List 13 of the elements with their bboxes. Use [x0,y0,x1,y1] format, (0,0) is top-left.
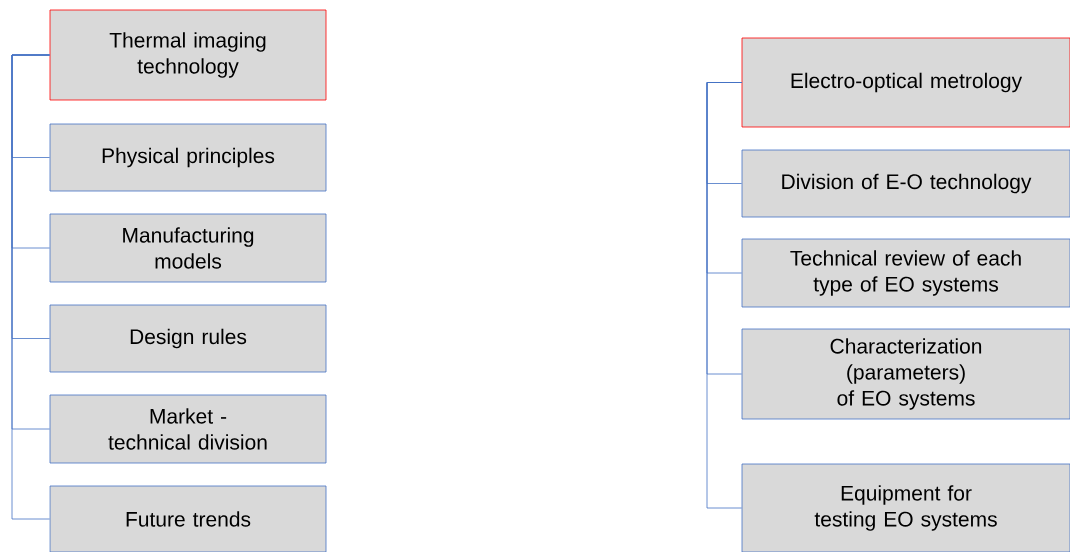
subtopic-box: Design rules [49,304,327,373]
subtopic-box: Future trends [49,485,327,552]
subtopic-box: Division of E-O technology [741,149,1070,218]
subtopic-box: Manufacturing models [49,213,327,283]
subtopic-box: Technical review of each type of EO systems [741,238,1070,308]
connector-line [706,82,742,509]
topic-box: Thermal imaging technology [49,9,327,101]
topic-box: Electro-optical metrology [741,37,1070,128]
connector-line [11,54,50,520]
subtopic-box: Market - technical division [49,394,327,464]
subtopic-box: Characterization (parameters) of EO systems [741,328,1070,420]
subtopic-box: Physical principles [49,123,327,192]
subtopic-box: Equipment for testing EO systems [741,463,1070,552]
